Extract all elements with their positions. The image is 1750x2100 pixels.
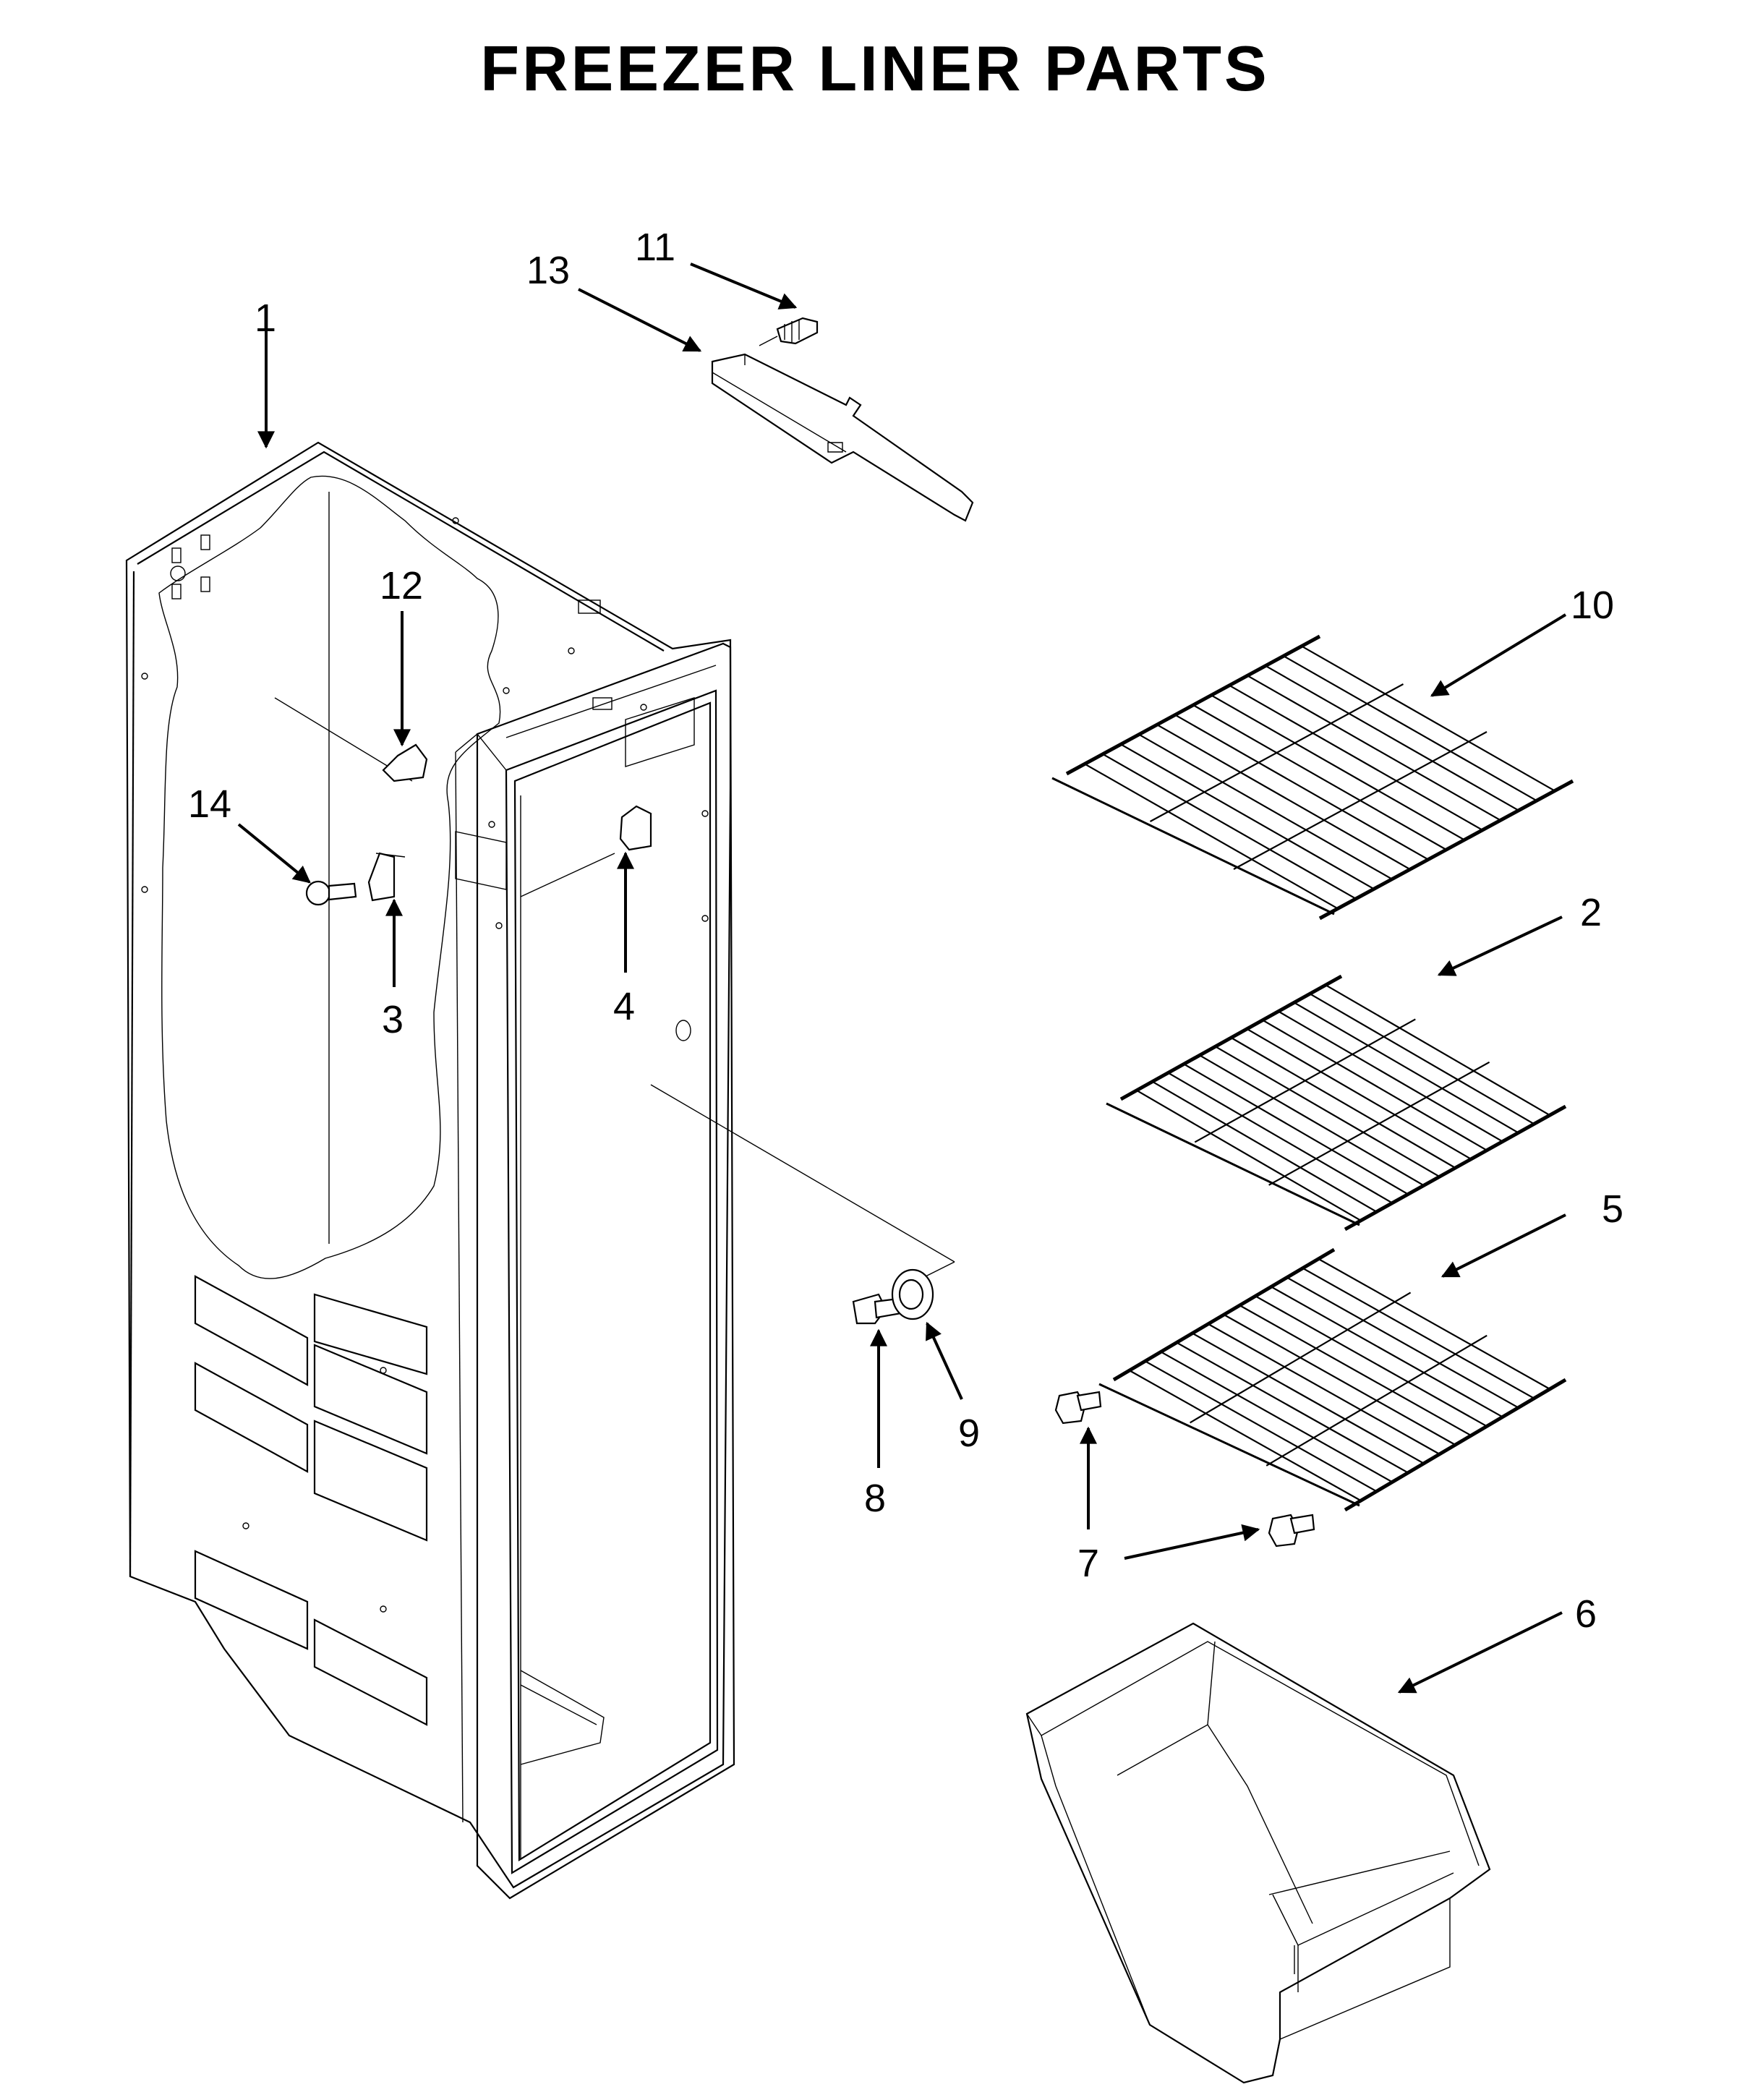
callout-9: 9 bbox=[958, 1412, 980, 1455]
shelf-5 bbox=[1098, 1247, 1567, 1512]
arrow-2 bbox=[1437, 915, 1563, 976]
hinge-pin-8 bbox=[852, 1293, 907, 1325]
callout-2: 2 bbox=[1580, 891, 1602, 934]
callout-1: 1 bbox=[255, 296, 276, 340]
callout-13: 13 bbox=[526, 249, 570, 292]
rail-bracket bbox=[711, 353, 974, 522]
arrow-10 bbox=[1430, 613, 1567, 697]
arrow-7-right bbox=[1124, 1524, 1260, 1560]
callout-8: 8 bbox=[864, 1477, 886, 1520]
callout-12: 12 bbox=[380, 564, 423, 607]
arrow-11 bbox=[690, 262, 798, 310]
callout-10: 10 bbox=[1571, 584, 1614, 627]
arrow-13 bbox=[578, 288, 702, 352]
shelf-support-7-left bbox=[1054, 1391, 1102, 1425]
callout-6: 6 bbox=[1575, 1592, 1597, 1636]
callout-3: 3 bbox=[382, 998, 404, 1041]
screw-11 bbox=[759, 317, 819, 346]
callout-5: 5 bbox=[1602, 1187, 1623, 1231]
shelf-support-7-right bbox=[1268, 1514, 1315, 1548]
callout-14: 14 bbox=[188, 782, 231, 826]
arrow-14 bbox=[237, 823, 311, 884]
freezer-bin bbox=[1025, 1622, 1491, 2084]
callout-4: 4 bbox=[613, 985, 635, 1028]
arrow-9 bbox=[926, 1321, 963, 1400]
callout-11: 11 bbox=[635, 226, 675, 269]
freezer-liner bbox=[125, 441, 955, 1900]
callout-7: 7 bbox=[1077, 1542, 1099, 1585]
callout-arrows bbox=[237, 262, 1567, 1694]
shelf-10 bbox=[1051, 634, 1574, 921]
arrow-5 bbox=[1440, 1213, 1566, 1278]
arrow-6 bbox=[1397, 1611, 1563, 1694]
callout-labels: 1 13 11 12 14 3 4 10 2 5 9 8 7 6 bbox=[188, 226, 1623, 1636]
page-title: FREEZER LINER PARTS bbox=[480, 33, 1270, 104]
shelf-2 bbox=[1106, 974, 1567, 1232]
bushing-9 bbox=[891, 1268, 934, 1320]
